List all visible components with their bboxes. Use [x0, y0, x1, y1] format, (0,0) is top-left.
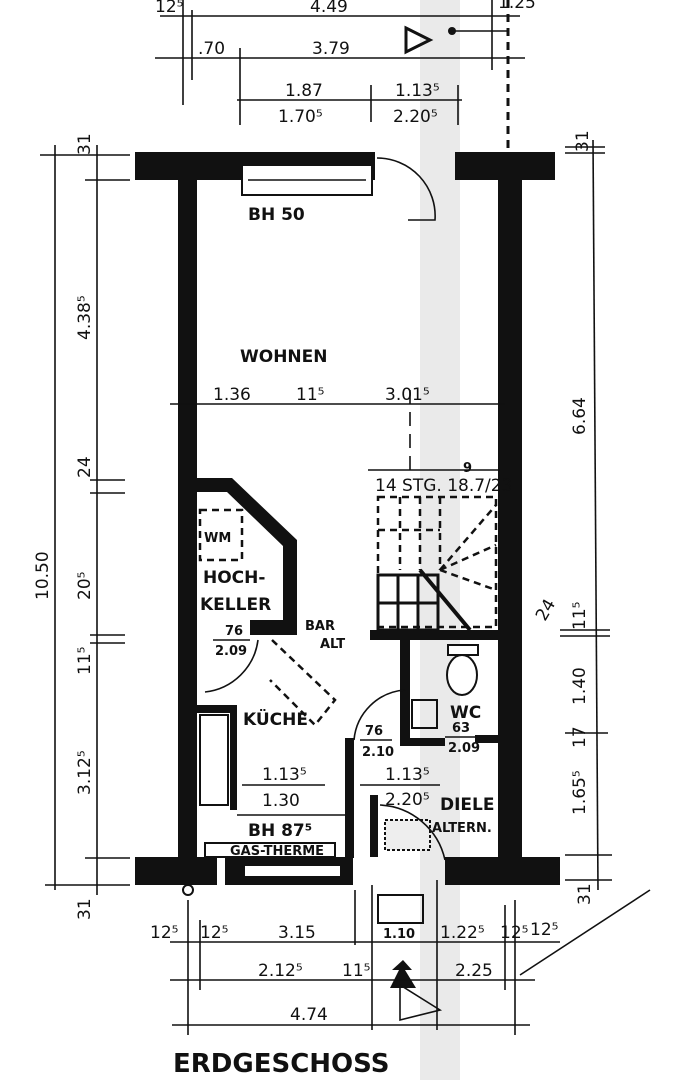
bar-label-1: BAR: [305, 619, 335, 634]
bar-alt: [269, 639, 337, 727]
dim-right-d3: 1.40: [570, 667, 590, 705]
door-swing-entry: [379, 804, 446, 861]
door-width-diele: 76: [365, 724, 383, 739]
dim-top-r1-left: 12⁵: [155, 0, 183, 17]
dim-top-r3-b-bottom: 2.20⁵: [393, 107, 438, 127]
kitchen-window-w2: 1.30: [262, 791, 300, 811]
door-swing-hochkeller: [204, 639, 259, 693]
window-label-kitchen: BH 87⁵: [248, 821, 312, 841]
dim-interior-a: 1.36: [213, 385, 251, 405]
dim-top-r3-a-bottom: 1.70⁵: [278, 107, 323, 127]
door-height-wc: 2.09: [448, 741, 480, 756]
door-swing-top: [376, 157, 436, 221]
washing-machine: [198, 508, 244, 562]
dim-right-d1: 6.64: [570, 397, 590, 435]
dim-bottom-r1-e: 1.22⁵: [440, 923, 485, 943]
stair-label-sup: 9: [463, 461, 472, 476]
left-dimensions: [40, 145, 130, 895]
dim-left-d4: 11⁵: [75, 647, 95, 675]
dim-bottom-r1-d: 1.10: [383, 927, 415, 942]
room-label-hochkeller-2: KELLER: [200, 595, 271, 615]
diele-window-w2: 2.20⁵: [385, 790, 430, 810]
dim-left-d2: 24: [75, 456, 95, 478]
window-kitchen: [245, 866, 340, 876]
dim-right-d2: 11⁵: [570, 602, 590, 630]
dim-interior-b: 11⁵: [296, 385, 324, 405]
door-width-wc: 63: [452, 721, 470, 736]
dim-left-top-wall: 31: [75, 133, 95, 155]
dim-right-bottom-wall: 31: [575, 883, 595, 905]
altern-label: ALTERN.: [432, 821, 492, 836]
plan-title: ERDGESCHOSS: [173, 1049, 389, 1079]
walls: [135, 152, 560, 885]
dim-bottom-r1-g: 12⁵: [530, 920, 558, 940]
room-label-hochkeller-1: HOCH-: [203, 568, 265, 588]
wm-label: WM: [204, 531, 231, 546]
kitchen-counter: [199, 714, 229, 806]
door-width-hochkeller: 76: [225, 624, 243, 639]
dim-bottom-r2-b: 11⁵: [342, 961, 370, 981]
toilet: [446, 654, 478, 696]
entrance-sign: [377, 894, 424, 924]
dim-bottom-r1-f: 12⁵: [500, 923, 528, 943]
room-label-wohnen: WOHNEN: [240, 347, 328, 367]
dim-bottom-r1-b: 12⁵: [200, 923, 228, 943]
diele-window-w1: 1.13⁵: [385, 765, 430, 785]
window-label-top: BH 50: [248, 205, 305, 225]
bottom-dimensions: [170, 880, 560, 1035]
entrance-arrow-icon: [390, 960, 416, 988]
wardrobe: [384, 819, 431, 851]
top-dimensions: [155, 0, 525, 150]
entrance-step: [399, 983, 443, 1022]
dim-left-d3: 20⁵: [75, 572, 95, 600]
door-height-diele: 2.10: [362, 745, 394, 760]
room-label-kueche: KÜCHE: [243, 708, 308, 730]
triangle-marker-icon: [404, 25, 434, 55]
right-dimensions: [519, 139, 651, 976]
dim-left-total: 10.50: [33, 551, 53, 600]
dim-bottom-r3: 4.74: [290, 1005, 328, 1025]
dim-bottom-r1-c: 3.15: [278, 923, 316, 943]
staircase: [368, 469, 500, 632]
dim-bottom-r2-a: 2.12⁵: [258, 961, 303, 981]
kitchen-window-w1: 1.13⁵: [262, 765, 307, 785]
dim-left-bottom-wall: 31: [75, 898, 95, 920]
dim-top-r2-left: .70: [198, 39, 225, 59]
door-swing-kitchen: [353, 689, 406, 741]
dim-top-r3-a-top: 1.87: [285, 81, 323, 101]
dim-right-stair-note: 24: [532, 596, 560, 625]
dim-top-r2-main: 3.79: [312, 39, 350, 59]
dim-bottom-r2-c: 2.25: [455, 961, 493, 981]
dim-interior-c: 3.01⁵: [385, 385, 430, 405]
door-height-hochkeller: 2.09: [215, 644, 247, 659]
dim-right-top-wall: 31: [573, 130, 593, 152]
gas-therme-label: GAS-THERME: [230, 844, 324, 859]
dim-top-r3-b-top: 1.13⁵: [395, 81, 440, 101]
stair-label: 14 STG. 18.7/23: [375, 476, 512, 496]
dim-right-d5: 1.65⁵: [570, 770, 590, 815]
dim-top-r1-main: 4.49: [310, 0, 348, 17]
gas-therme: [204, 842, 336, 858]
dim-right-d4: 17: [570, 726, 590, 748]
room-label-wc: WC: [450, 703, 481, 723]
room-label-diele: DIELE: [440, 795, 495, 815]
dim-left-d1: 4.38⁵: [75, 295, 95, 340]
window-top: BH 50: [241, 164, 373, 225]
dim-bottom-r1-a: 12⁵: [150, 923, 178, 943]
wc-basin: [411, 699, 438, 729]
dim-top-r1-right: 1.25: [498, 0, 536, 13]
dim-left-d5: 3.12⁵: [75, 750, 95, 795]
bar-label-2: ALT: [320, 637, 345, 652]
